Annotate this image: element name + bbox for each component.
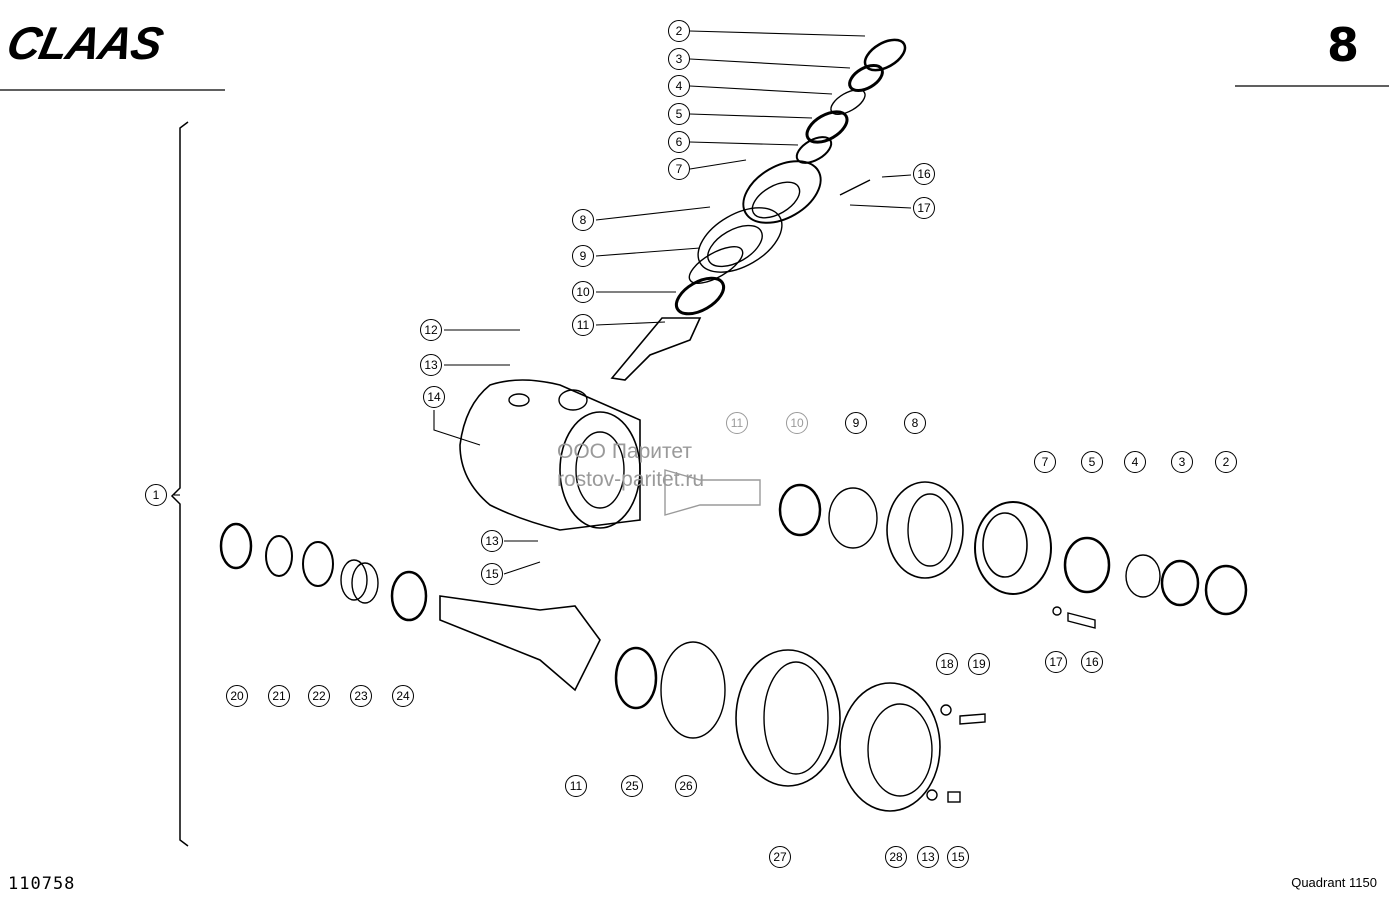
callout-bottom: 11 bbox=[565, 775, 587, 797]
lower-shaft-stack bbox=[219, 522, 986, 812]
callout-bottom: 20 bbox=[226, 685, 248, 707]
callout-right: 3 bbox=[1171, 451, 1193, 473]
callout-right: 5 bbox=[1081, 451, 1103, 473]
callout-top: 6 bbox=[668, 131, 690, 153]
callout-right: 11 bbox=[726, 412, 748, 434]
callout-top: 7 bbox=[668, 158, 690, 180]
callout-right: 16 bbox=[1081, 651, 1103, 673]
right-pinion-stack bbox=[664, 469, 1248, 629]
callout-bottom: 25 bbox=[621, 775, 643, 797]
callout-bottom: 19 bbox=[968, 653, 990, 675]
callout-bottom: 15 bbox=[947, 846, 969, 868]
callout-bottom: 21 bbox=[268, 685, 290, 707]
callout-bottom: 28 bbox=[885, 846, 907, 868]
callout-right: 8 bbox=[904, 412, 926, 434]
callout-top: 11 bbox=[572, 314, 594, 336]
callout-top: 13 bbox=[420, 354, 442, 376]
callout-top: 9 bbox=[572, 245, 594, 267]
claas-logo: CLAAS bbox=[2, 17, 167, 69]
callout-bottom: 18 bbox=[936, 653, 958, 675]
callout-right: 10 bbox=[786, 412, 808, 434]
callout-1: 1 bbox=[145, 484, 167, 506]
assembly-bracket bbox=[170, 121, 189, 847]
watermark-line2: rostov-paritet.ru bbox=[557, 468, 705, 491]
callout-top: 5 bbox=[668, 103, 690, 125]
page-number: 8 bbox=[1326, 18, 1359, 72]
callout-bottom: 22 bbox=[308, 685, 330, 707]
callout-top: 2 bbox=[668, 20, 690, 42]
callout-right: 2 bbox=[1215, 451, 1237, 473]
watermark-line1: ООО Паритет bbox=[557, 440, 693, 463]
callout-bottom: 13 bbox=[917, 846, 939, 868]
callout-right: 7 bbox=[1034, 451, 1056, 473]
callout-top: 12 bbox=[420, 319, 442, 341]
watermark: ООО Паритет rostov-paritet.ru bbox=[557, 438, 704, 494]
callout-right: 15 bbox=[481, 563, 503, 585]
callout-top: 14 bbox=[423, 386, 445, 408]
callout-right: 9 bbox=[845, 412, 867, 434]
callout-top: 10 bbox=[572, 281, 594, 303]
callout-bottom: 27 bbox=[769, 846, 791, 868]
callout-bottom: 24 bbox=[392, 685, 414, 707]
callout-top: 8 bbox=[572, 209, 594, 231]
callout-right: 17 bbox=[1045, 651, 1067, 673]
upper-pinion-stack bbox=[610, 38, 907, 381]
leader-lines bbox=[174, 30, 912, 575]
model-name: Quadrant 1150 bbox=[1291, 875, 1377, 890]
callout-right: 13 bbox=[481, 530, 503, 552]
callout-right: 4 bbox=[1124, 451, 1146, 473]
document-id: 110758 bbox=[8, 874, 76, 894]
gear-housing bbox=[459, 379, 641, 531]
callout-top: 3 bbox=[668, 48, 690, 70]
callout-top: 4 bbox=[668, 75, 690, 97]
callout-bottom: 23 bbox=[350, 685, 372, 707]
callout-top: 17 bbox=[913, 197, 935, 219]
callout-top: 16 bbox=[913, 163, 935, 185]
callout-bottom: 26 bbox=[675, 775, 697, 797]
